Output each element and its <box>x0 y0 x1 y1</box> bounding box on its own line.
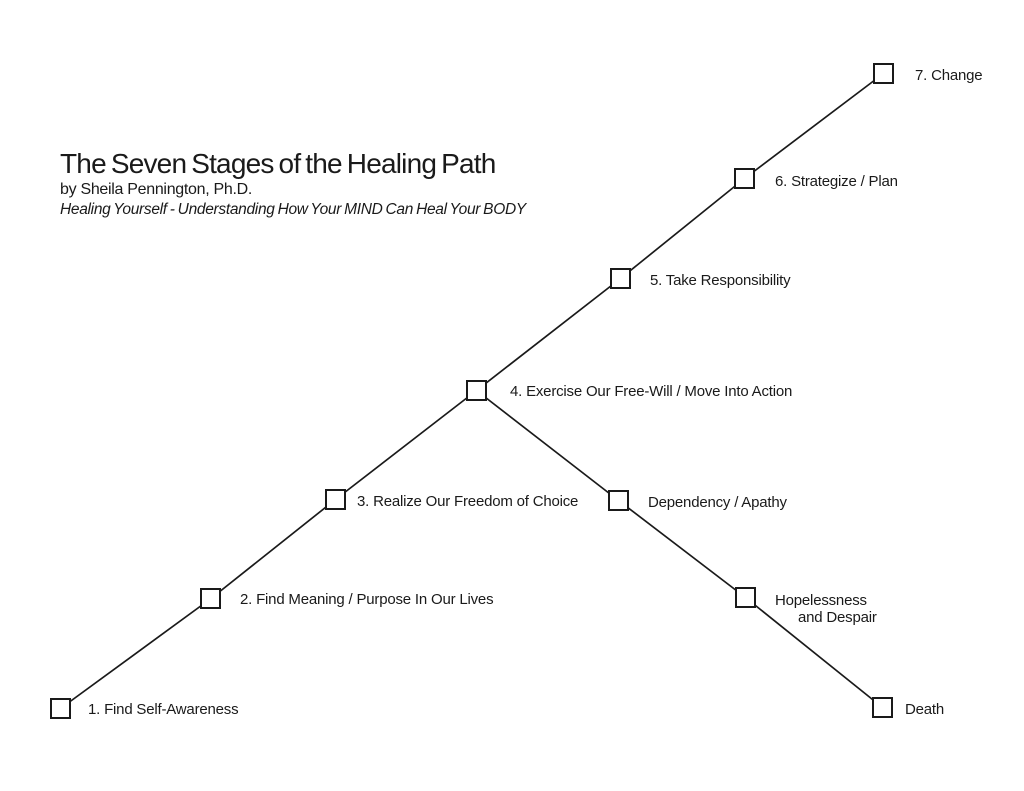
stage-5-label: 5. Take Responsibility <box>650 272 791 289</box>
descending-path-line <box>475 389 884 709</box>
book-subtitle: Healing Yourself - Understanding How You… <box>60 201 526 218</box>
page-title: The Seven Stages of the Healing Path <box>60 148 496 179</box>
stage-6-node <box>734 168 755 189</box>
stage-2-node <box>200 588 221 609</box>
stage-2-label: 2. Find Meaning / Purpose In Our Lives <box>240 591 494 608</box>
stage-1-label: 1. Find Self-Awareness <box>88 701 239 718</box>
author-line: by Sheila Pennington, Ph.D. <box>60 181 253 198</box>
dependency-node <box>608 490 629 511</box>
stage-5-node <box>610 268 631 289</box>
stage-7-node <box>873 63 894 84</box>
death-label: Death <box>905 701 945 718</box>
hopelessness-node <box>735 587 756 608</box>
stage-3-node <box>325 489 346 510</box>
stage-4-node <box>466 380 487 401</box>
stage-7-label: 7. Change <box>915 67 983 84</box>
stage-4-label: 4. Exercise Our Free-Will / Move Into Ac… <box>510 383 793 400</box>
dependency-label: Dependency / Apathy <box>648 494 787 511</box>
hopelessness-label-line1: Hopelessness <box>775 592 867 609</box>
stage-6-label: 6. Strategize / Plan <box>775 173 898 190</box>
header: The Seven Stages of the Healing Path by … <box>60 148 526 219</box>
stage-1-node <box>50 698 71 719</box>
stage-3-label: 3. Realize Our Freedom of Choice <box>357 493 579 510</box>
hopelessness-label-line2: and Despair <box>798 609 877 626</box>
death-node <box>872 697 893 718</box>
